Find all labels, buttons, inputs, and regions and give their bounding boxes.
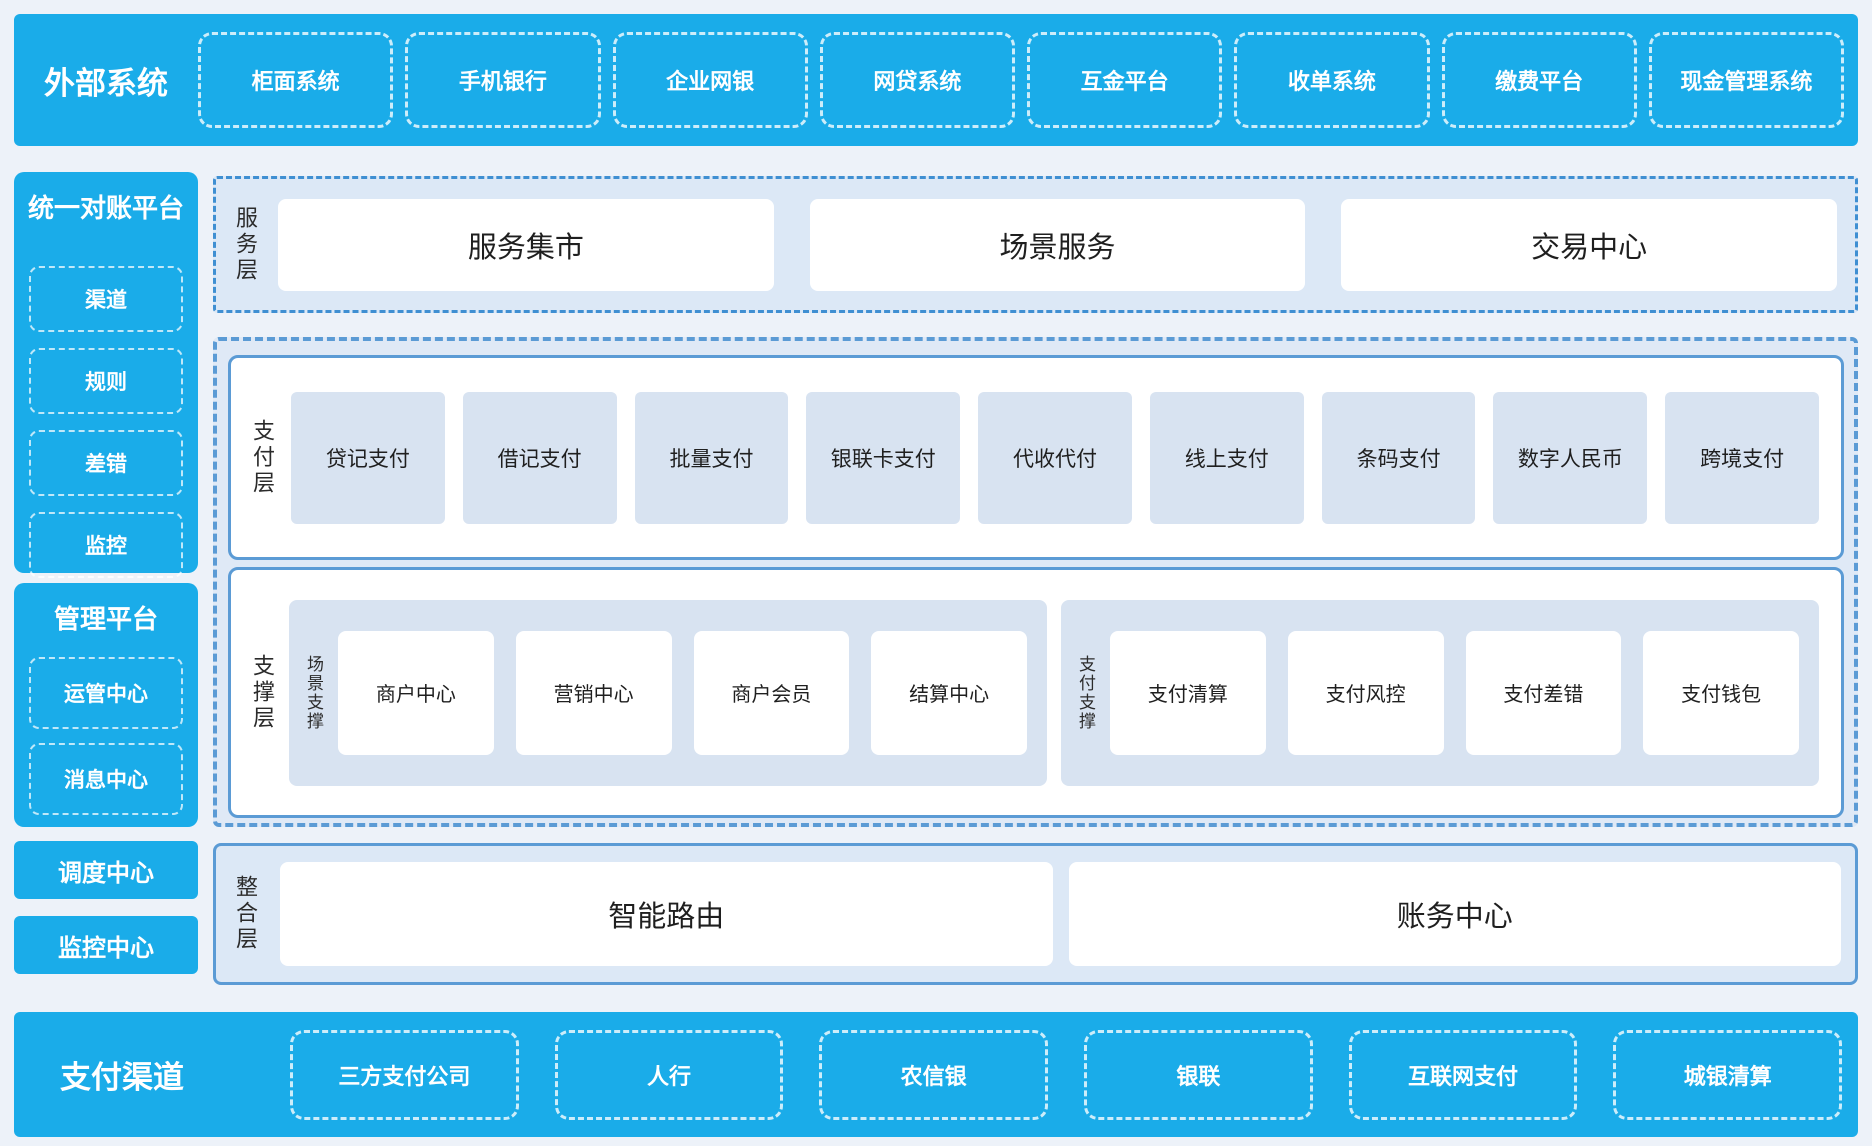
payment-node: 条码支付 xyxy=(1321,391,1476,524)
scene-support-node: 商户会员 xyxy=(693,630,850,755)
payment-support-group: 支付支撑 支付清算 支付风控 支付差错 支付钱包 xyxy=(1061,599,1819,786)
service-layer-label: 服务层 xyxy=(233,205,258,284)
integration-layer: 整合层 智能路由 账务中心 xyxy=(213,843,1858,985)
management-node: 消息中心 xyxy=(29,743,183,815)
payment-support-node: 支付钱包 xyxy=(1643,630,1799,755)
management-platform-panel: 管理平台 运管中心 消息中心 xyxy=(14,583,198,827)
payment-support-node: 支付风控 xyxy=(1287,630,1444,755)
service-node: 服务集市 xyxy=(278,198,774,291)
reconciliation-node: 规则 xyxy=(29,348,183,414)
scene-support-node: 商户中心 xyxy=(338,630,494,755)
payment-node: 批量支付 xyxy=(634,391,789,524)
external-system-node: 手机银行 xyxy=(405,32,601,128)
integration-layer-items: 智能路由 账务中心 xyxy=(280,862,1841,966)
management-node: 运管中心 xyxy=(29,657,183,729)
scene-support-group: 场景支撑 商户中心 营销中心 商户会员 结算中心 xyxy=(289,599,1047,786)
reconciliation-node: 监控 xyxy=(29,512,183,578)
payment-channel-node: 银联 xyxy=(1084,1029,1313,1120)
reconciliation-platform-items: 渠道 规则 差错 监控 xyxy=(14,222,198,578)
reconciliation-node: 渠道 xyxy=(29,266,183,332)
payment-support-items: 支付清算 支付风控 支付差错 支付钱包 xyxy=(1110,630,1799,755)
support-layer-groups: 场景支撑 商户中心 营销中心 商户会员 结算中心 支付支撑 支付清算 支付风控 … xyxy=(289,599,1819,786)
scene-support-node: 营销中心 xyxy=(515,630,672,755)
payment-channels-bar: 支付渠道 三方支付公司 人行 农信银 银联 互联网支付 城银清算 xyxy=(14,1012,1858,1137)
external-system-node: 网贷系统 xyxy=(819,32,1015,128)
service-node: 交易中心 xyxy=(1341,198,1838,291)
reconciliation-platform-panel: 统一对账平台 渠道 规则 差错 监控 xyxy=(14,172,198,578)
external-system-node: 收单系统 xyxy=(1234,32,1430,128)
payment-channel-node: 城银清算 xyxy=(1613,1029,1843,1120)
management-platform-title: 管理平台 xyxy=(53,604,158,634)
external-system-node: 缴费平台 xyxy=(1441,32,1637,128)
service-node: 场景服务 xyxy=(809,198,1306,291)
external-system-node: 柜面系统 xyxy=(198,32,394,128)
payment-node: 银联卡支付 xyxy=(806,391,961,524)
scene-support-node: 结算中心 xyxy=(871,630,1027,755)
dispatch-center-node: 调度中心 xyxy=(14,841,198,899)
payment-layer-items: 贷记支付 借记支付 批量支付 银联卡支付 代收代付 线上支付 条码支付 数字人民… xyxy=(291,391,1820,524)
payment-layer: 支付层 贷记支付 借记支付 批量支付 银联卡支付 代收代付 线上支付 条码支付 … xyxy=(228,355,1844,560)
integration-node: 账务中心 xyxy=(1068,862,1841,966)
payment-node: 跨境支付 xyxy=(1665,391,1820,524)
payment-support-node: 支付差错 xyxy=(1465,630,1622,755)
payment-node: 线上支付 xyxy=(1149,391,1304,524)
payment-channel-node: 三方支付公司 xyxy=(290,1029,519,1120)
external-systems-items: 柜面系统 手机银行 企业网银 网贷系统 互金平台 收单系统 缴费平台 现金管理系… xyxy=(198,32,1844,128)
management-platform-items: 运管中心 消息中心 xyxy=(14,633,198,815)
external-system-node: 互金平台 xyxy=(1027,32,1223,128)
reconciliation-platform-title: 统一对账平台 xyxy=(27,193,184,223)
payment-channels-items: 三方支付公司 人行 农信银 银联 互联网支付 城银清算 xyxy=(290,1029,1843,1120)
payment-node: 数字人民币 xyxy=(1493,391,1648,524)
scene-support-label: 场景支撑 xyxy=(304,654,323,731)
external-systems-label: 外部系统 xyxy=(44,65,168,101)
payment-channel-node: 农信银 xyxy=(819,1029,1049,1120)
scene-support-items: 商户中心 营销中心 商户会员 结算中心 xyxy=(338,630,1027,755)
integration-node: 智能路由 xyxy=(280,862,1053,966)
payment-node: 代收代付 xyxy=(978,391,1132,524)
reconciliation-node: 差错 xyxy=(29,430,183,496)
external-system-node: 企业网银 xyxy=(612,32,808,128)
payment-channel-node: 人行 xyxy=(554,1029,784,1120)
integration-layer-label: 整合层 xyxy=(233,875,258,953)
payment-support-node: 支付清算 xyxy=(1110,630,1266,755)
support-layer: 支撑层 场景支撑 商户中心 营销中心 商户会员 结算中心 支付支撑 支付清算 支… xyxy=(228,567,1844,818)
monitor-center-node: 监控中心 xyxy=(14,916,198,974)
payment-node: 贷记支付 xyxy=(291,391,445,524)
external-system-node: 现金管理系统 xyxy=(1648,32,1844,128)
support-layer-label: 支撑层 xyxy=(250,653,275,732)
external-systems-bar: 外部系统 柜面系统 手机银行 企业网银 网贷系统 互金平台 收单系统 缴费平台 … xyxy=(14,14,1858,146)
payment-channels-label: 支付渠道 xyxy=(60,1060,184,1095)
payment-node: 借记支付 xyxy=(462,391,617,524)
payment-support-label: 支付支撑 xyxy=(1076,654,1095,731)
service-layer: 服务层 服务集市 场景服务 交易中心 xyxy=(213,176,1858,313)
payment-layer-label: 支付层 xyxy=(250,418,275,497)
payment-channel-node: 互联网支付 xyxy=(1348,1029,1578,1120)
service-layer-items: 服务集市 场景服务 交易中心 xyxy=(278,198,1838,291)
